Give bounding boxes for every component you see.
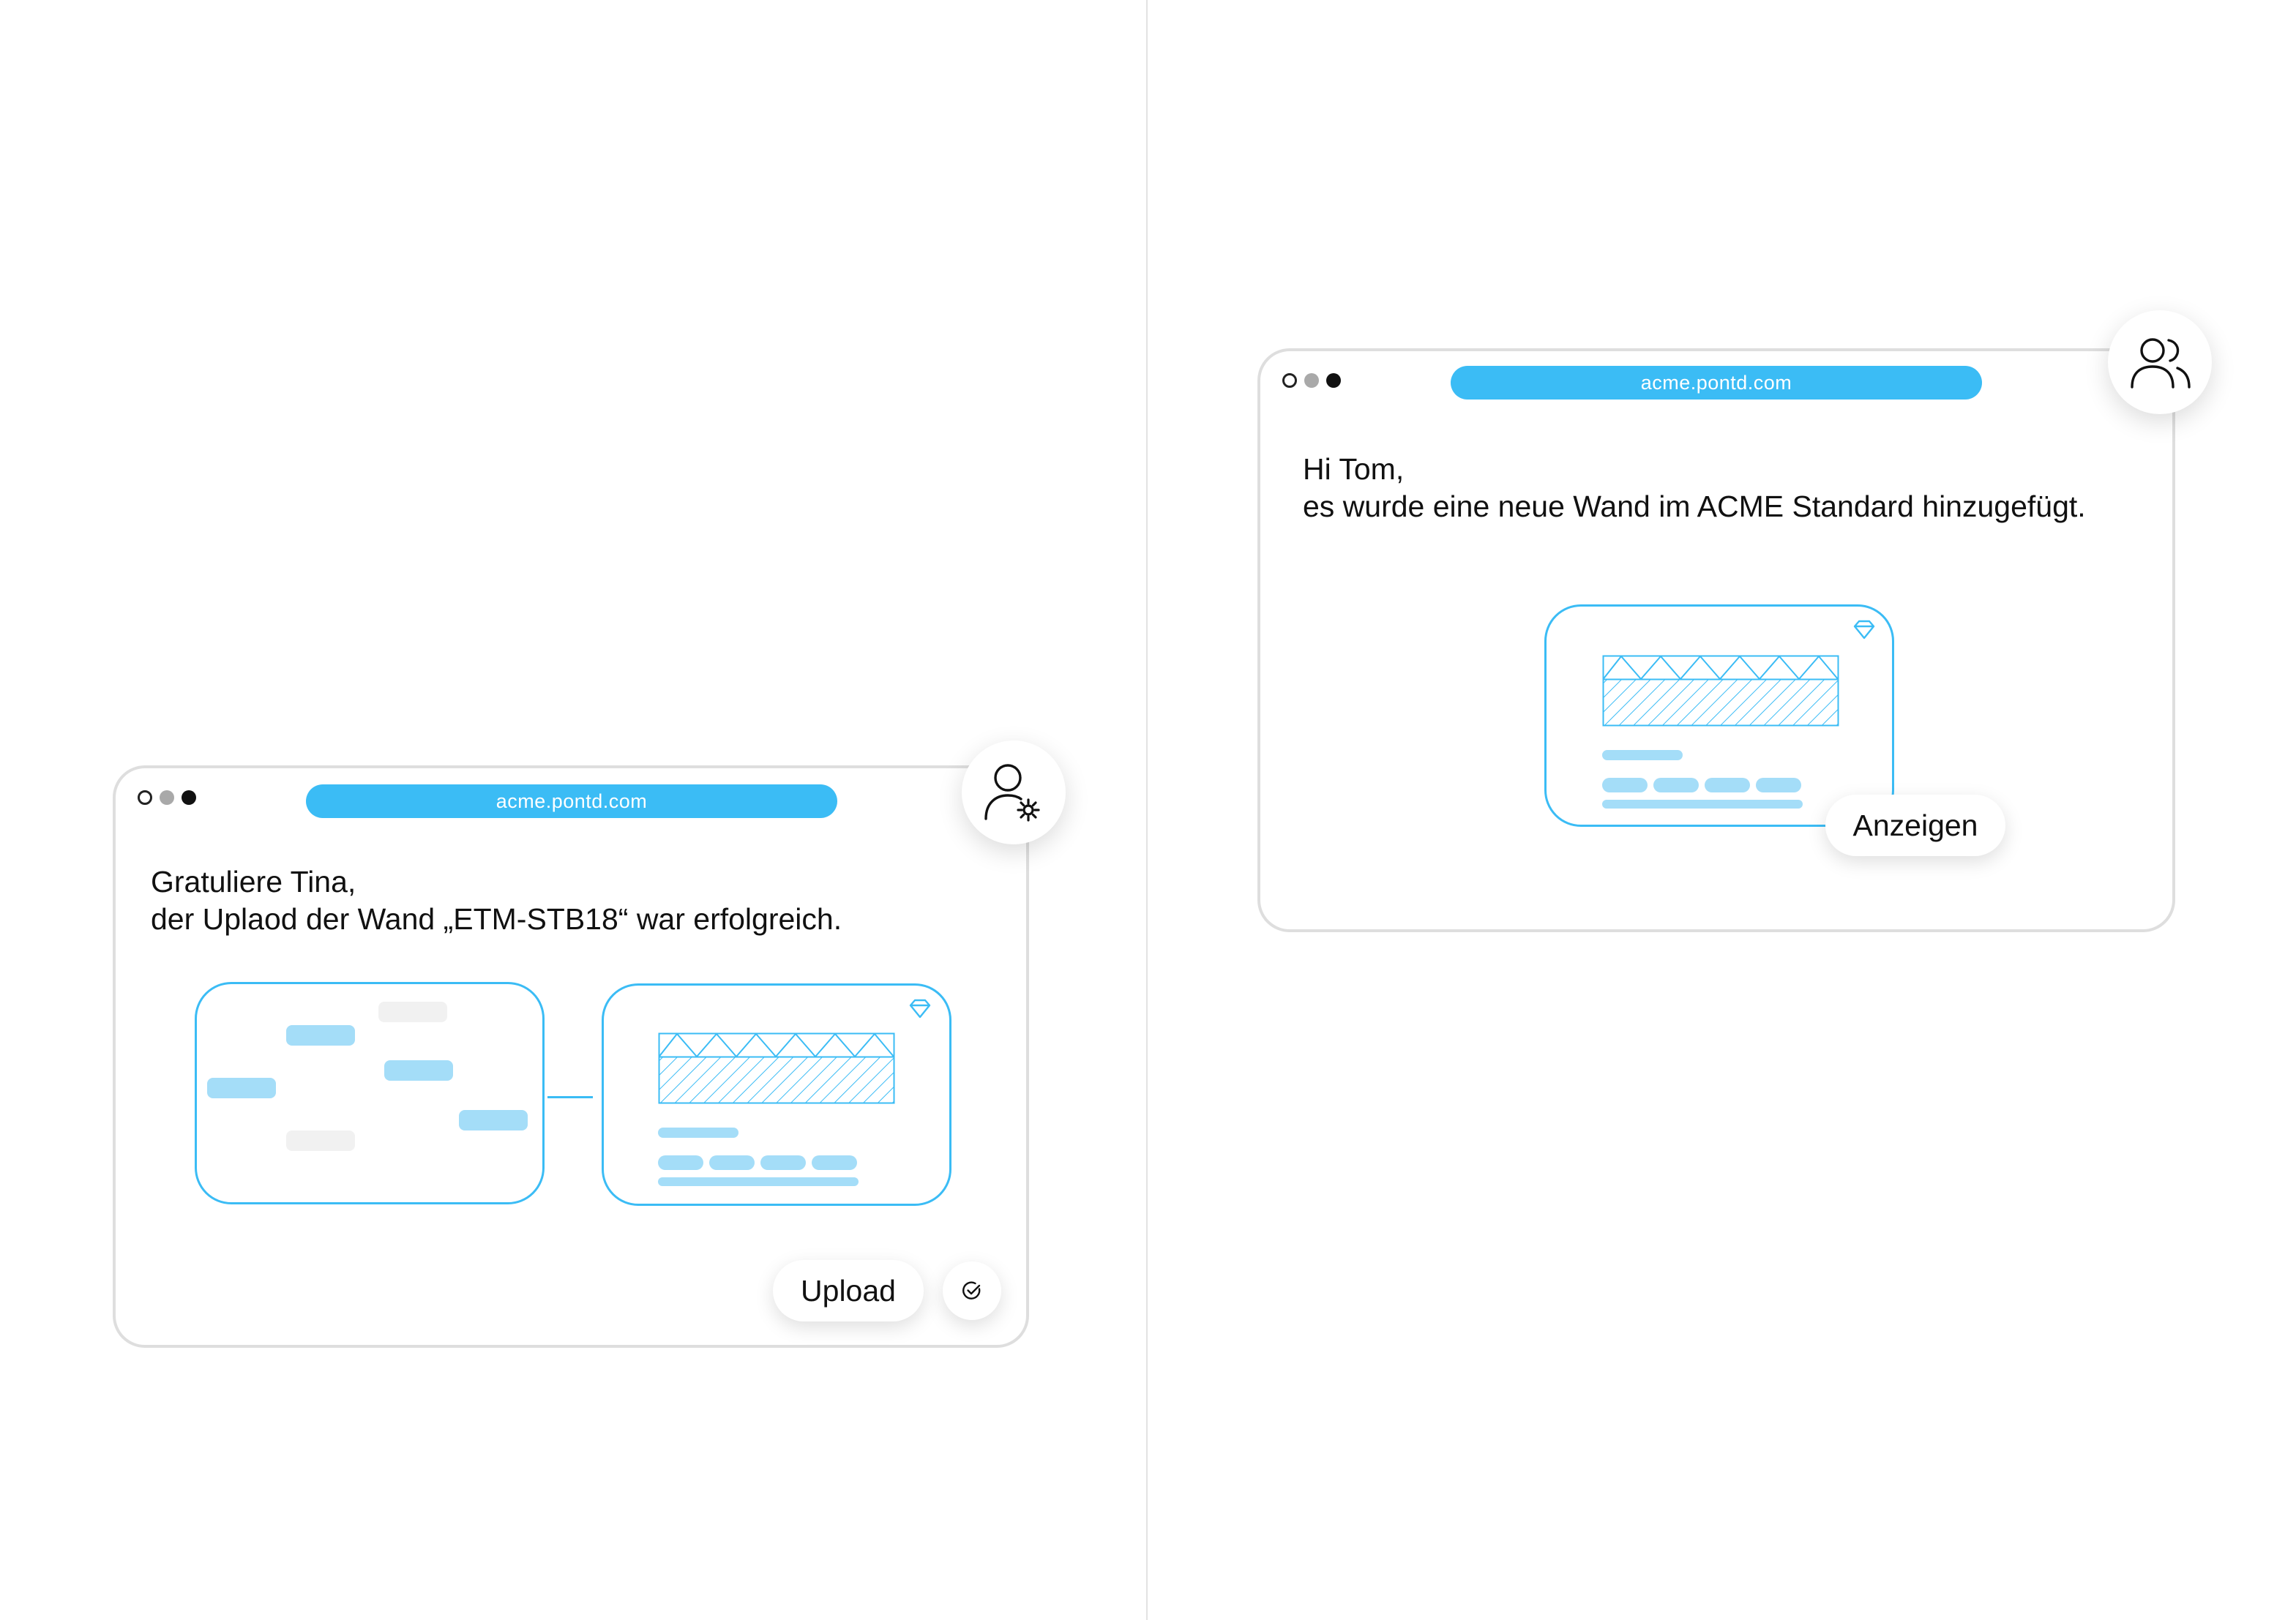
wall-preview-card	[1544, 604, 1894, 827]
layout-block	[286, 1025, 355, 1046]
address-bar[interactable]: acme.pontd.com	[1451, 366, 1982, 400]
wall-section-graphic	[658, 1032, 895, 1104]
address-bar[interactable]: acme.pontd.com	[306, 784, 837, 818]
layout-block	[459, 1110, 528, 1130]
tag-placeholder	[1653, 778, 1699, 792]
message-text: es wurde eine neue Wand im ACME Standard…	[1303, 490, 2086, 523]
card-title-placeholder	[658, 1128, 738, 1138]
tag-placeholder	[760, 1155, 806, 1170]
view-button[interactable]: Anzeigen	[1825, 795, 2005, 856]
tag-placeholder	[1756, 778, 1801, 792]
upload-button[interactable]: Upload	[773, 1260, 924, 1321]
check-circle-icon	[962, 1281, 981, 1300]
card-description-placeholder	[658, 1177, 859, 1186]
diamond-icon	[1853, 620, 1875, 640]
window-dot-close[interactable]	[1282, 373, 1297, 388]
window-controls	[138, 790, 196, 805]
notification-message: Gratuliere Tina, der Uplaod der Wand „ET…	[151, 863, 842, 938]
window-dot-minimize[interactable]	[160, 790, 174, 805]
upload-success-window: acme.pontd.com Gratuliere Tina, der Upla…	[113, 765, 1029, 1348]
card-description-placeholder	[1602, 800, 1803, 809]
window-dot-minimize[interactable]	[1304, 373, 1319, 388]
greeting-text: Hi Tom,	[1303, 452, 1405, 486]
page-divider	[1146, 0, 1148, 1620]
layout-block	[207, 1078, 276, 1098]
new-wall-notification-window: acme.pontd.com Hi Tom, es wurde eine neu…	[1257, 348, 2175, 932]
greeting-text: Gratuliere Tina,	[151, 865, 356, 899]
tag-placeholder	[1705, 778, 1750, 792]
card-connector	[547, 1096, 593, 1098]
window-controls	[1282, 373, 1341, 388]
window-dot-maximize[interactable]	[1326, 373, 1341, 388]
wall-section-graphic	[1602, 655, 1839, 727]
notification-message: Hi Tom, es wurde eine neue Wand im ACME …	[1303, 451, 2086, 525]
layout-block	[378, 1002, 447, 1022]
user-settings-icon	[984, 764, 1040, 822]
wall-preview-card	[602, 983, 951, 1206]
source-layout-card	[195, 982, 545, 1204]
card-title-placeholder	[1602, 750, 1683, 760]
tag-placeholder	[1602, 778, 1648, 792]
diamond-icon	[909, 999, 931, 1019]
confirm-button[interactable]	[943, 1261, 1001, 1320]
layout-block	[384, 1060, 453, 1081]
layout-block	[286, 1130, 355, 1151]
user-settings-avatar[interactable]	[962, 740, 1066, 844]
window-dot-maximize[interactable]	[182, 790, 196, 805]
users-avatar[interactable]	[2108, 310, 2212, 414]
users-icon	[2131, 338, 2191, 389]
window-dot-close[interactable]	[138, 790, 152, 805]
tag-placeholder	[709, 1155, 755, 1170]
tag-placeholder	[658, 1155, 703, 1170]
tag-placeholder	[812, 1155, 857, 1170]
message-text: der Uplaod der Wand „ETM-STB18“ war erfo…	[151, 902, 842, 936]
